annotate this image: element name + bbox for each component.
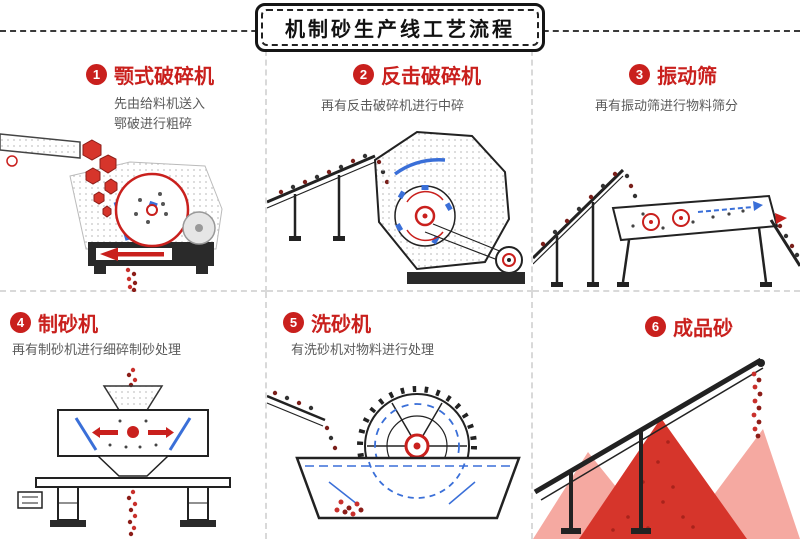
- discharge-conveyor: [769, 219, 800, 267]
- step-3-description: 再有振动筛进行物料筛分: [595, 98, 739, 113]
- output-stream: [125, 267, 138, 292]
- steps-grid: 1 颚式破碎机 先由给料机送入鄂破进行粗碎: [0, 40, 800, 539]
- sand-washing-machine-illustration: [267, 362, 534, 539]
- drive-belt: [424, 223, 523, 274]
- screen-box: [611, 194, 787, 287]
- step-4-title: 制砂机: [38, 314, 98, 336]
- feeder-chute: [0, 133, 81, 167]
- step-4-header: 4 制砂机: [10, 308, 98, 337]
- machine-base: [407, 272, 525, 284]
- step-2-header: 2 反击破碎机: [353, 60, 481, 89]
- step-3-number-badge: 3: [629, 64, 650, 85]
- discharge-funnel: [96, 455, 170, 477]
- sand-in-tank: [334, 499, 364, 517]
- step-cell-finished-sand: 6 成品砂: [533, 292, 800, 539]
- falling-sand-stream: [751, 371, 763, 439]
- sand-maker-drawing: [17, 367, 231, 537]
- feed-conveyor: [533, 168, 638, 287]
- liner-plate: [393, 158, 446, 176]
- step-cell-jaw-crusher: 1 颚式破碎机 先由给料机送入鄂破进行粗碎: [0, 40, 267, 292]
- feed-conveyor: [267, 153, 390, 241]
- step-6-number-badge: 6: [645, 316, 666, 337]
- stacker-conveyor: [533, 357, 765, 534]
- step-1-title: 颚式破碎机: [114, 66, 214, 88]
- step-3-title: 振动筛: [657, 66, 717, 88]
- impact-crusher-illustration: [267, 114, 534, 292]
- output-stream: [126, 489, 138, 537]
- title-banner: 机制砂生产线工艺流程: [255, 3, 545, 52]
- sand-washer-drawing: [267, 386, 521, 520]
- step-2-description: 再有反击破碎机进行中碎: [321, 98, 465, 113]
- pulley: [182, 211, 216, 245]
- vibrating-screen-illustration: [533, 114, 800, 292]
- finished-sand-illustration: [533, 332, 800, 539]
- red-rocks: [82, 139, 118, 218]
- step-4-description: 再有制砂机进行细碎制砂处理: [12, 342, 182, 357]
- page-title: 机制砂生产线工艺流程: [261, 9, 539, 46]
- jaw-crusher-drawing: [0, 133, 223, 292]
- inlet-stream: [126, 367, 138, 388]
- hopper: [102, 385, 164, 411]
- support-frame: [35, 477, 231, 527]
- step-cell-sand-maker: 4 制砂机 再有制砂机进行细碎制砂处理: [0, 292, 267, 539]
- step-cell-impact-crusher: 2 反击破碎机 再有反击破碎机进行中碎: [267, 40, 533, 292]
- flywheel: [114, 172, 190, 248]
- rotor: [394, 185, 456, 247]
- sand-making-machine-illustration: [0, 366, 267, 539]
- belt-material-dots: [540, 171, 618, 247]
- jaw-crusher-illustration: [0, 114, 267, 292]
- step-1-description: 先由给料机送入鄂破进行粗碎: [114, 96, 206, 132]
- step-1-number-badge: 1: [86, 64, 107, 85]
- crushing-chamber: [57, 409, 209, 457]
- impact-crusher-drawing: [267, 130, 525, 284]
- finished-sand-drawing: [533, 357, 800, 539]
- step-cell-vibrating-screen: 3 振动筛 再有振动筛进行物料筛分: [533, 40, 800, 292]
- step-6-header: 6 成品砂: [645, 312, 733, 341]
- belt-material-dots: [278, 153, 368, 195]
- wash-tank: [295, 456, 521, 520]
- step-5-description: 有洗砂机对物料进行处理: [291, 342, 435, 357]
- motor: [17, 491, 43, 509]
- step-5-title: 洗砂机: [311, 314, 371, 336]
- step-1-header: 1 颚式破碎机: [86, 60, 214, 89]
- step-4-number-badge: 4: [10, 312, 31, 333]
- machine-base: [88, 242, 214, 274]
- step-6-title: 成品砂: [673, 318, 733, 340]
- step-cell-sand-washer: 5 洗砂机 有洗砂机对物料进行处理: [267, 292, 533, 539]
- step-3-header: 3 振动筛: [629, 60, 717, 89]
- feed-chute: [267, 390, 338, 451]
- step-2-number-badge: 2: [353, 64, 374, 85]
- step-2-title: 反击破碎机: [381, 66, 481, 88]
- step-5-number-badge: 5: [283, 312, 304, 333]
- vibrating-screen-drawing: [533, 168, 800, 287]
- step-5-header: 5 洗砂机: [283, 308, 371, 337]
